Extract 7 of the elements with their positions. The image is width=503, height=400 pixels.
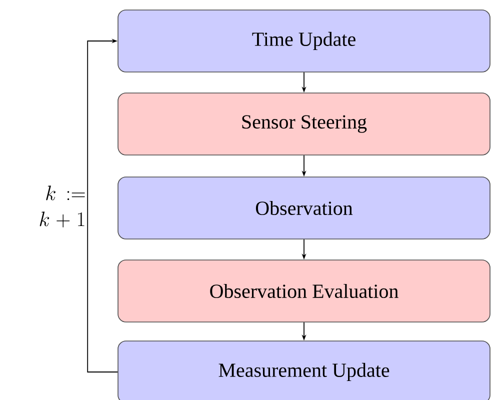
process-box: Sensor Steering: [118, 92, 490, 156]
process-box: Measurement Update: [118, 340, 490, 400]
process-box: Observation Evaluation: [118, 260, 490, 322]
edge-label: $k := k+1$: [40, 186, 85, 228]
process-box: Observation: [118, 176, 490, 240]
process-box: Time Update: [118, 10, 490, 72]
arrow: [87, 38, 118, 372]
